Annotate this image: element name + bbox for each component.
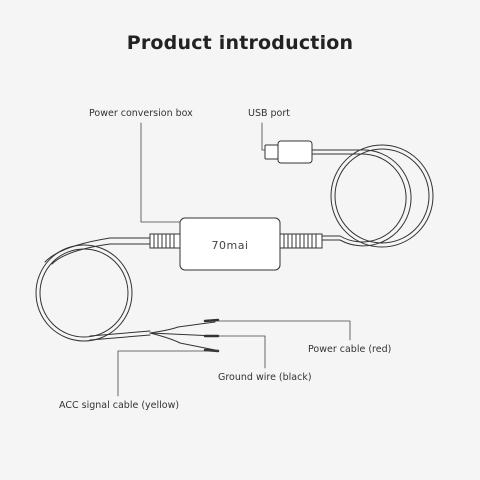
label-power-cable: Power cable (red) <box>308 344 392 355</box>
left-strain-relief <box>149 233 181 249</box>
brand-logo: 70mai <box>211 239 248 252</box>
leader-lines <box>117 122 351 397</box>
leader-usb <box>261 122 266 151</box>
left-cable-coil <box>35 237 151 342</box>
label-usb-port: USB port <box>248 108 290 119</box>
split-wires <box>149 318 220 353</box>
leader-power <box>217 320 351 341</box>
page-title: Product introduction <box>126 32 354 54</box>
leader-acc <box>117 350 219 397</box>
power-conversion-box <box>179 217 281 271</box>
right-strain-relief <box>279 233 323 249</box>
usb-connector <box>264 140 313 164</box>
leader-box <box>140 122 181 223</box>
label-acc-signal-cable: ACC signal cable (yellow) <box>59 400 180 411</box>
label-ground-wire: Ground wire (black) <box>218 372 312 383</box>
label-power-conversion-box: Power conversion box <box>89 108 193 119</box>
leader-ground <box>217 335 266 369</box>
right-cable-coil <box>311 144 434 248</box>
